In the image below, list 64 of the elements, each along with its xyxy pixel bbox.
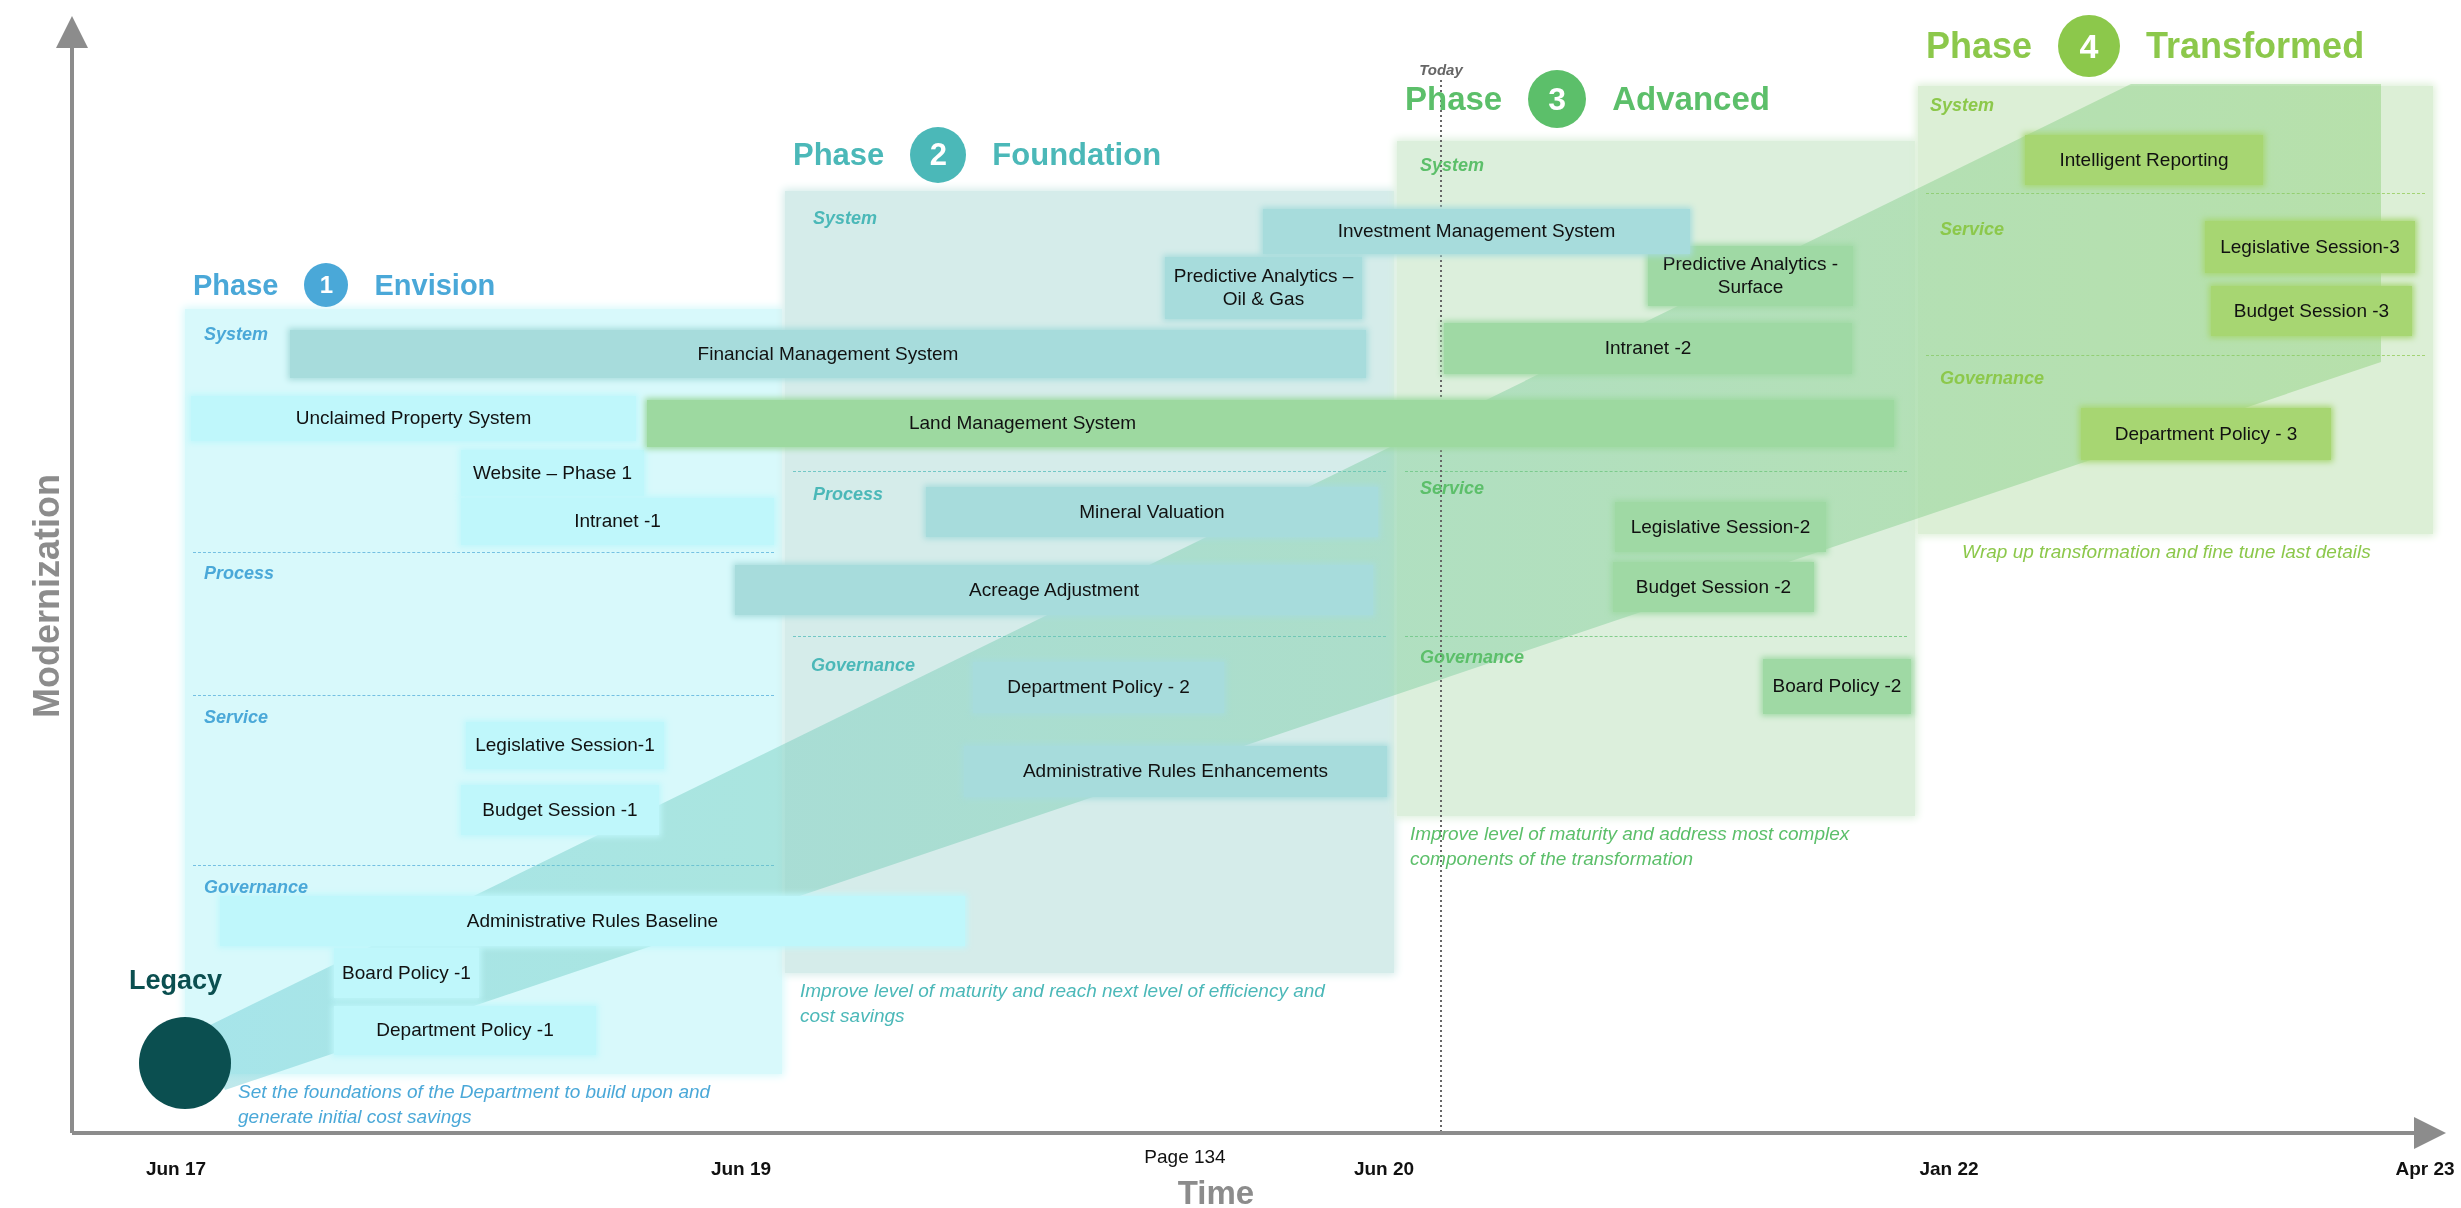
task-bar: Board Policy -1	[334, 948, 479, 998]
phase-number-badge: 4	[2058, 15, 2121, 77]
task-bar: Department Policy -1	[334, 1006, 596, 1055]
section-label: System	[813, 207, 878, 229]
task-bar: Acreage Adjustment	[735, 565, 1373, 615]
axis-title: Modernization	[26, 474, 68, 718]
section-label: Governance	[204, 876, 309, 898]
task-bar: Financial Management System	[290, 330, 1366, 378]
section-label: Process	[204, 562, 275, 584]
section-label: Service	[1940, 218, 2005, 240]
task-bar: Department Policy - 3	[2081, 408, 2331, 460]
axis-tick-label: Jan 22	[1919, 1158, 1979, 1180]
legacy-label: Legacy	[129, 965, 223, 996]
axis-tick-label: Apr 23	[2395, 1158, 2455, 1180]
today-label: Today	[1419, 60, 1463, 78]
section-label: System	[204, 323, 269, 345]
task-bar: Investment Management System	[1263, 209, 1690, 254]
section-label: Governance	[811, 654, 916, 676]
task-bar: Website – Phase 1	[461, 450, 644, 496]
section-label: Governance	[1420, 646, 1525, 668]
section-label: System	[1420, 154, 1485, 176]
phase-description: Wrap up transformation and fine tune last details	[1962, 540, 2372, 564]
section-label: System	[1930, 94, 1995, 116]
axis-tick-label: Jun 20	[1353, 1158, 1415, 1180]
task-bar: Legislative Session-2	[1615, 502, 1826, 552]
page-number: Page 134	[1144, 1146, 1226, 1168]
phase-title: Transformed	[2146, 25, 2365, 67]
phase-number-badge: 2	[910, 127, 967, 183]
task-bar: Budget Session -1	[461, 785, 659, 835]
section-label: Governance	[1940, 367, 2045, 389]
phase-label: Phase	[193, 268, 279, 302]
phase-number-badge: 3	[1528, 70, 1587, 128]
phase-label: Phase	[1926, 25, 2033, 67]
section-label: Process	[813, 483, 884, 505]
section-label: Service	[1420, 477, 1485, 499]
task-bar: Budget Session -3	[2211, 286, 2412, 336]
task-bar: Intelligent Reporting	[2025, 135, 2263, 185]
task-bar: Intranet -1	[461, 498, 774, 545]
section-label: Service	[204, 706, 269, 728]
task-bar: Administrative Rules Enhancements	[964, 746, 1387, 797]
phase-number-badge: 1	[304, 263, 349, 307]
task-bar: Predictive Analytics – Oil & Gas	[1165, 257, 1362, 319]
task-bar: Legislative Session-1	[466, 722, 664, 769]
task-bar: Administrative Rules Baseline	[220, 896, 965, 946]
task-bar: Department Policy - 2	[973, 662, 1224, 713]
phase-description: Improve level of maturity and address most complex components of the transformation	[1410, 822, 1851, 871]
task-bar: Land Management System	[647, 400, 1894, 447]
phase-title: Advanced	[1612, 80, 1770, 118]
phase-title: Foundation	[992, 137, 1162, 173]
task-bar: Board Policy -2	[1763, 659, 1911, 714]
task-bar: Budget Session -2	[1613, 562, 1814, 612]
task-bar: Predictive Analytics - Surface	[1648, 246, 1853, 306]
phase-label: Phase	[793, 137, 885, 173]
task-bar: Legislative Session-3	[2205, 221, 2415, 273]
axis-tick-label: Jun 19	[710, 1158, 772, 1180]
phase-description: Improve level of maturity and reach next level of efficiency and cost savings	[800, 979, 1327, 1028]
phase-label: Phase	[1405, 80, 1503, 118]
axis-tick-label: Jun 17	[145, 1158, 207, 1180]
task-bar: Unclaimed Property System	[191, 396, 636, 441]
task-bar: Intranet -2	[1444, 323, 1852, 374]
axis-title: Time	[1177, 1174, 1255, 1208]
task-bar: Mineral Valuation	[926, 487, 1378, 537]
phase-description: Set the foundations of the Department to build upon and generate initial cost savings	[238, 1080, 712, 1129]
phase-title: Envision	[374, 268, 496, 302]
